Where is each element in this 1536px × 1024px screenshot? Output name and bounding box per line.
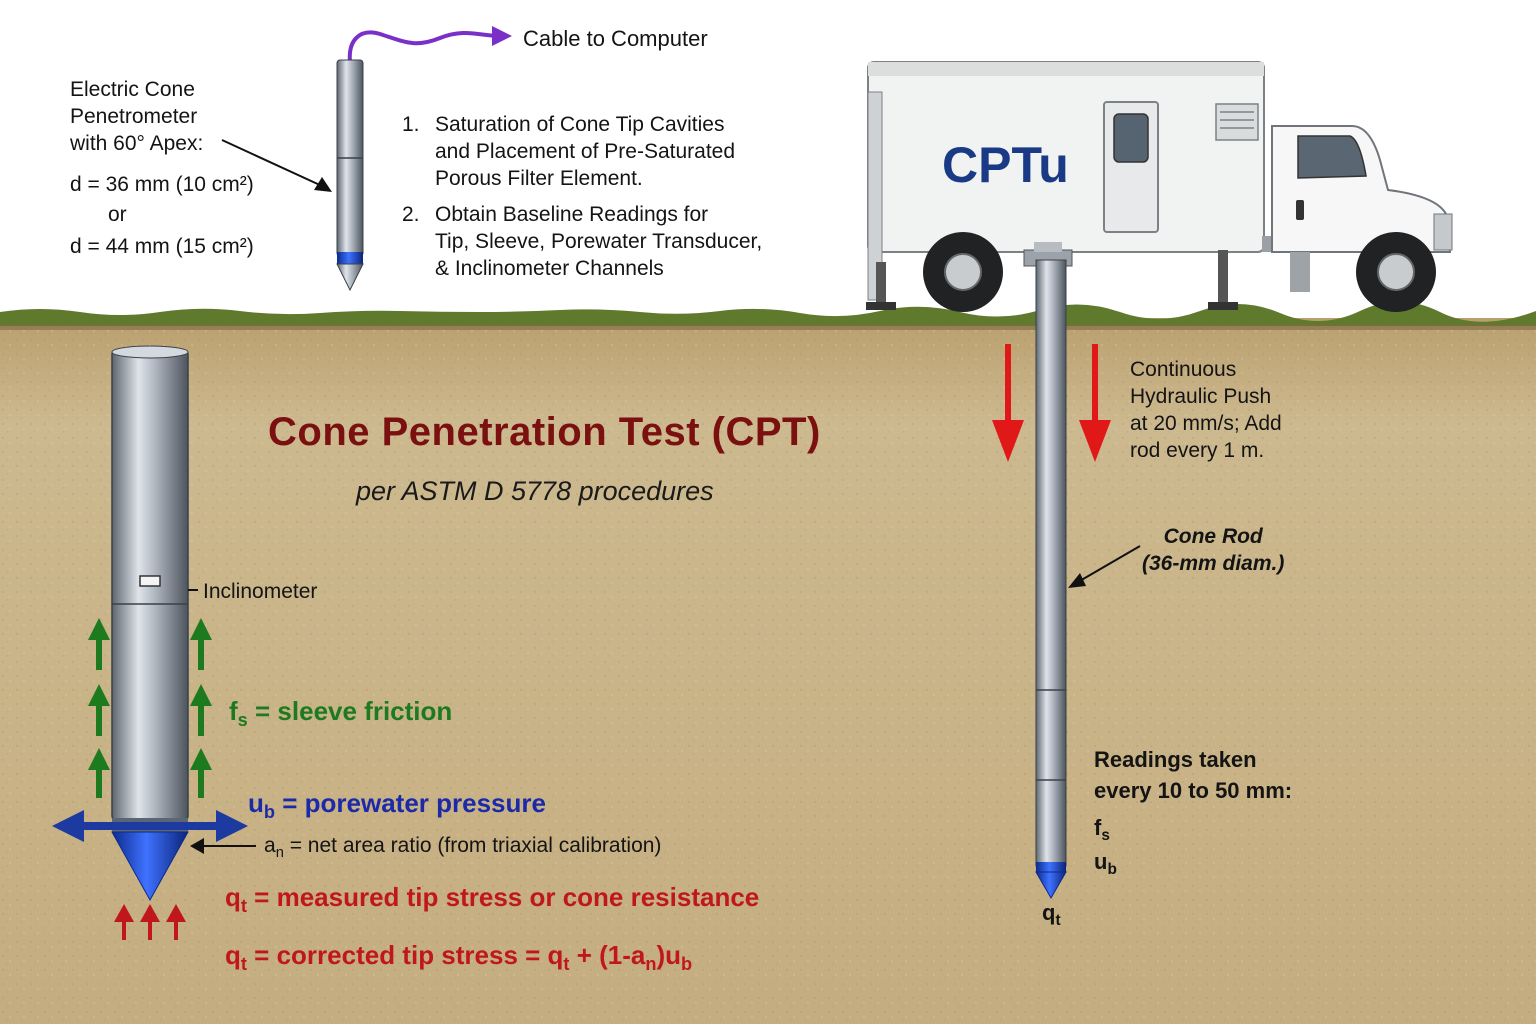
net-area-definition: an = net area ratio (from triaxial calib… — [264, 834, 662, 862]
tip-stress-arrows — [114, 904, 186, 940]
push-note-line: Continuous — [1130, 358, 1237, 381]
push-arrows — [992, 344, 1111, 462]
truck-label: CPTu — [942, 137, 1069, 193]
small-cone-penetrometer — [336, 59, 364, 292]
procedure-steps: 1. Saturation of Cone Tip Cavities and P… — [402, 111, 762, 291]
cable — [347, 30, 501, 63]
porewater-definition: ub = porewater pressure — [248, 788, 546, 823]
porewater-arrow — [52, 810, 248, 842]
reading-ub: ub — [1094, 849, 1117, 879]
page-title: Cone Penetration Test (CPT) — [268, 410, 821, 454]
measured-tip-stress-definition: qt = measured tip stress or cone resista… — [225, 882, 760, 917]
cable-label: Cable to Computer — [523, 26, 708, 51]
probe-dimension-2: d = 44 mm (15 cm²) — [70, 235, 254, 258]
step-number: 1. — [402, 113, 420, 136]
readings-line: Readings taken — [1094, 747, 1257, 772]
probe-description: Electric Cone Penetrometer with 60° Apex… — [70, 76, 254, 260]
push-note-line: at 20 mm/s; Add — [1130, 412, 1282, 435]
push-note-line: Hydraulic Push — [1130, 385, 1272, 408]
grass-line — [0, 301, 1536, 326]
cone-rod — [1035, 259, 1067, 900]
step-line: & Inclinometer Channels — [435, 257, 664, 280]
probe-dimension-1: d = 36 mm (10 cm²) — [70, 173, 254, 196]
push-note-line: rod every 1 m. — [1130, 439, 1265, 462]
rod-note-line: Cone Rod — [1163, 525, 1263, 548]
inclinometer-label: Inclinometer — [203, 580, 318, 603]
probe-description-line: with 60° Apex: — [70, 132, 204, 155]
procedure-step: 2. Obtain Baseline Readings for Tip, Sle… — [402, 201, 762, 282]
page-subtitle: per ASTM D 5778 procedures — [356, 476, 714, 506]
step-line: Tip, Sleeve, Porewater Transducer, — [435, 230, 763, 253]
push-note: Continuous Hydraulic Push at 20 mm/s; Ad… — [1130, 356, 1282, 464]
step-line: Saturation of Cone Tip Cavities — [435, 113, 725, 136]
step-line: Obtain Baseline Readings for — [435, 203, 709, 226]
rod-pointer — [1077, 545, 1141, 583]
step-number: 2. — [402, 203, 420, 226]
probe-description-line: Electric Cone — [70, 78, 195, 101]
procedure-step: 1. Saturation of Cone Tip Cavities and P… — [402, 111, 762, 192]
cable-arrowhead — [492, 26, 512, 46]
corrected-tip-stress-definition: qt = corrected tip stress = qt + (1-an)u… — [225, 940, 693, 975]
rod-note-line: (36-mm diam.) — [1142, 552, 1285, 575]
rod-tip-qt-label: qt — [1042, 900, 1061, 930]
rod-note: Cone Rod (36-mm diam.) — [1142, 523, 1284, 577]
friction-arrows — [88, 618, 212, 798]
readings-line: every 10 to 50 mm: — [1094, 778, 1293, 803]
readings-note: Readings taken every 10 to 50 mm: fs ub — [1094, 744, 1292, 880]
step-line: and Placement of Pre-Saturated — [435, 140, 736, 163]
cptu-truck — [866, 61, 1453, 312]
probe-dimension-or: or — [108, 203, 127, 226]
probe-pointer — [221, 139, 323, 187]
soil-texture — [0, 318, 1536, 1024]
step-line: Porous Filter Element. — [435, 167, 643, 190]
sleeve-friction-definition: fs = sleeve friction — [229, 696, 453, 731]
large-cone-penetrometer — [111, 345, 189, 902]
probe-description-line: Penetrometer — [70, 105, 198, 128]
reading-fs: fs — [1094, 815, 1110, 845]
